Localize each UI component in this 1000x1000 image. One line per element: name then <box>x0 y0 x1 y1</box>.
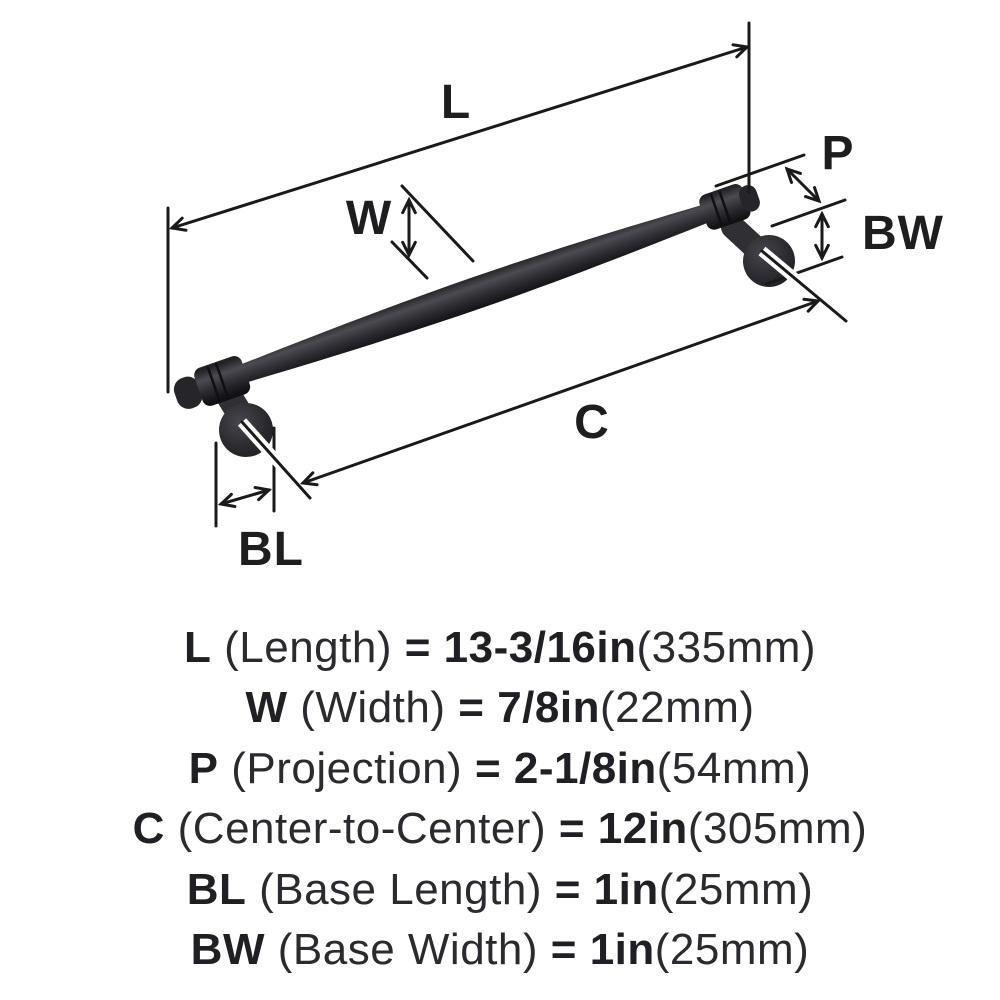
legend-value: 13-3/16in <box>443 623 637 672</box>
legend-value: 1in <box>593 864 659 914</box>
dimension-lines <box>166 21 850 528</box>
cabinet-pull-handle <box>173 184 795 457</box>
handle-left-tip <box>173 376 203 409</box>
legend-code: L <box>183 623 212 672</box>
dimension-label-bw: BW <box>862 207 944 260</box>
legend-value: 12in <box>597 804 688 854</box>
legend-name: (Length) <box>224 623 392 672</box>
legend-equals: = <box>558 804 586 854</box>
dimension-label-c: C <box>574 396 610 449</box>
extension-line-basewidth-lower <box>764 255 844 286</box>
legend-metric: (335mm) <box>636 623 817 672</box>
handle-bar <box>173 184 760 409</box>
extension-line-c-left <box>240 420 312 500</box>
legend-metric: (22mm) <box>599 683 755 733</box>
extension-line-projection-inner <box>770 198 847 228</box>
legend-row-base-width: BW (Base Width) = 1in(25mm) <box>0 920 1000 980</box>
legend-value: 7/8in <box>497 683 600 733</box>
legend-metric: (54mm) <box>656 743 812 793</box>
legend-name: (Projection) <box>231 743 463 793</box>
extension-line-c-right <box>760 249 848 323</box>
legend-equals: = <box>550 924 577 974</box>
dimension-label-bl: BL <box>238 523 304 576</box>
legend-row-length: L (Length) = 13-3/16in(335mm) <box>0 618 1000 678</box>
legend-code: BL <box>186 864 247 914</box>
legend-name: (Base Length) <box>259 864 542 914</box>
legend-row-center-to-center: C (Center-to-Center) = 12in(305mm) <box>0 799 1000 859</box>
legend-row-projection: P (Projection) = 2-1/8in(54mm) <box>0 739 1000 799</box>
legend-equals: = <box>474 743 502 793</box>
measurement-legend: L (Length) = 13-3/16in(335mm) W (Width) … <box>0 618 1000 980</box>
dimension-labels: L W P BW C BL <box>238 76 944 576</box>
dimension-label-p: P <box>821 127 854 180</box>
legend-code: C <box>132 804 165 854</box>
extension-line-projection-outer <box>714 153 806 188</box>
legend-metric: (305mm) <box>687 804 868 854</box>
legend-metric: (25mm) <box>658 864 814 914</box>
projection-dimension-arrow <box>787 169 819 201</box>
legend-equals: = <box>404 623 431 672</box>
legend-equals: = <box>458 683 485 733</box>
legend-name: (Center-to-Center) <box>177 804 547 854</box>
legend-code: W <box>245 683 288 733</box>
extension-line-width-upper <box>400 184 475 263</box>
legend-row-width: W (Width) = 7/8in(22mm) <box>0 678 1000 738</box>
legend-name: (Width) <box>300 683 446 733</box>
legend-value: 2-1/8in <box>513 743 657 793</box>
legend-metric: (25mm) <box>654 924 810 974</box>
baselength-dimension-arrow <box>221 490 269 504</box>
length-dimension-arrow <box>172 47 747 228</box>
legend-equals: = <box>554 864 581 914</box>
dimension-label-l: L <box>441 76 471 129</box>
center-dimension-arrow <box>303 301 818 483</box>
dimension-label-w: W <box>346 192 392 245</box>
handle-bar-spindle <box>231 199 727 386</box>
legend-code: P <box>188 743 219 793</box>
legend-row-base-length: BL (Base Length) = 1in(25mm) <box>0 860 1000 920</box>
legend-value: 1in <box>589 924 655 974</box>
legend-code: BW <box>190 924 265 974</box>
legend-name: (Base Width) <box>277 924 539 974</box>
extension-line-width-lower <box>390 240 429 280</box>
